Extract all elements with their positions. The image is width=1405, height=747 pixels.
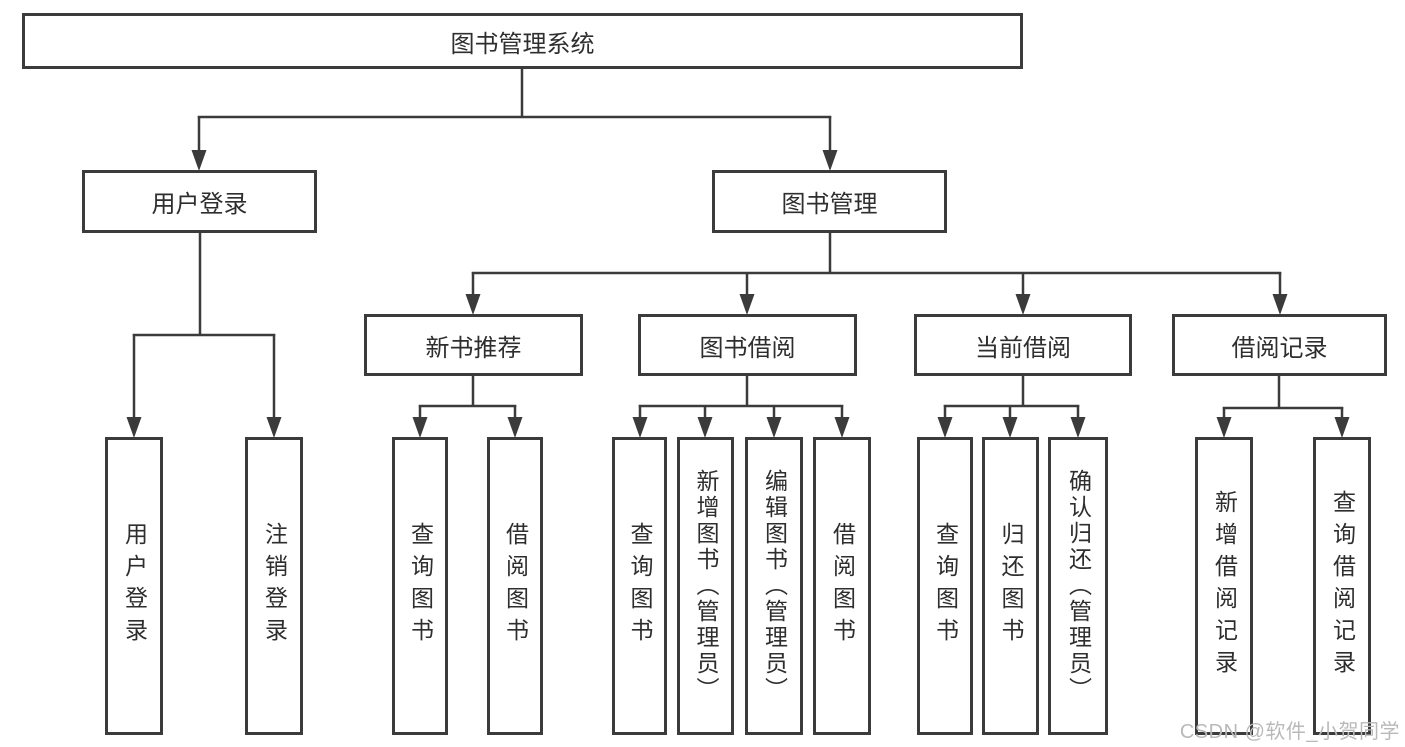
leaf-current-confirm-return-admin: 确认归还（管理员） — [1048, 437, 1108, 735]
node-label: 借阅图书 — [502, 522, 529, 650]
node-label: 注销登录 — [261, 522, 288, 650]
node-label: 查询图书 — [407, 522, 434, 650]
node-label: 编辑图书（管理员） — [761, 469, 788, 703]
node-label: 查询图书 — [932, 522, 959, 650]
leaf-borrowing-add-books-admin: 新增图书（管理员） — [677, 437, 734, 735]
node-label: 图书管理 — [781, 191, 878, 218]
node-label: 当前借阅 — [975, 334, 1071, 362]
leaf-current-query-books: 查询图书 — [917, 437, 973, 735]
node-label: 借阅图书 — [829, 522, 856, 650]
leaf-borrowing-edit-books-admin: 编辑图书（管理员） — [745, 437, 803, 735]
node-system-root: 图书管理系统 — [22, 13, 1023, 69]
leaf-recommend-borrow-books: 借阅图书 — [487, 437, 543, 735]
node-label: 图书管理系统 — [450, 30, 595, 58]
csdn-watermark: CSDN @软件_小贺同学 — [1179, 721, 1400, 743]
node-label: 借阅记录 — [1231, 334, 1328, 362]
node-label: 查询图书 — [627, 522, 653, 650]
leaf-user-login: 用户登录 — [105, 437, 163, 735]
leaf-borrowing-borrow-books: 借阅图书 — [813, 437, 871, 735]
node-label: 新增借阅记录 — [1211, 490, 1238, 682]
leaf-records-add-record: 新增借阅记录 — [1195, 437, 1253, 735]
node-label: 用户登录 — [151, 191, 248, 218]
leaf-records-query-record: 查询借阅记录 — [1313, 437, 1371, 735]
node-book-management: 图书管理 — [712, 170, 947, 233]
node-current-borrowing: 当前借阅 — [914, 314, 1132, 376]
leaf-current-return-books: 归还图书 — [982, 437, 1039, 735]
node-label: 确认归还（管理员） — [1065, 469, 1092, 703]
node-label: 查询借阅记录 — [1329, 490, 1356, 682]
node-user-login: 用户登录 — [82, 170, 317, 233]
node-label: 新书推荐 — [425, 334, 522, 362]
node-label: 用户登录 — [121, 522, 148, 650]
node-label: 新增图书（管理员） — [693, 469, 719, 703]
node-new-book-recommend: 新书推荐 — [364, 314, 583, 376]
node-label: 归还图书 — [998, 522, 1024, 650]
leaf-recommend-query-books: 查询图书 — [392, 437, 448, 735]
node-label: 图书借阅 — [699, 334, 796, 362]
node-borrowing-records: 借阅记录 — [1172, 314, 1387, 376]
leaf-borrowing-query-books: 查询图书 — [612, 437, 667, 735]
leaf-logout: 注销登录 — [245, 437, 303, 735]
node-book-borrowing: 图书借阅 — [638, 314, 857, 376]
